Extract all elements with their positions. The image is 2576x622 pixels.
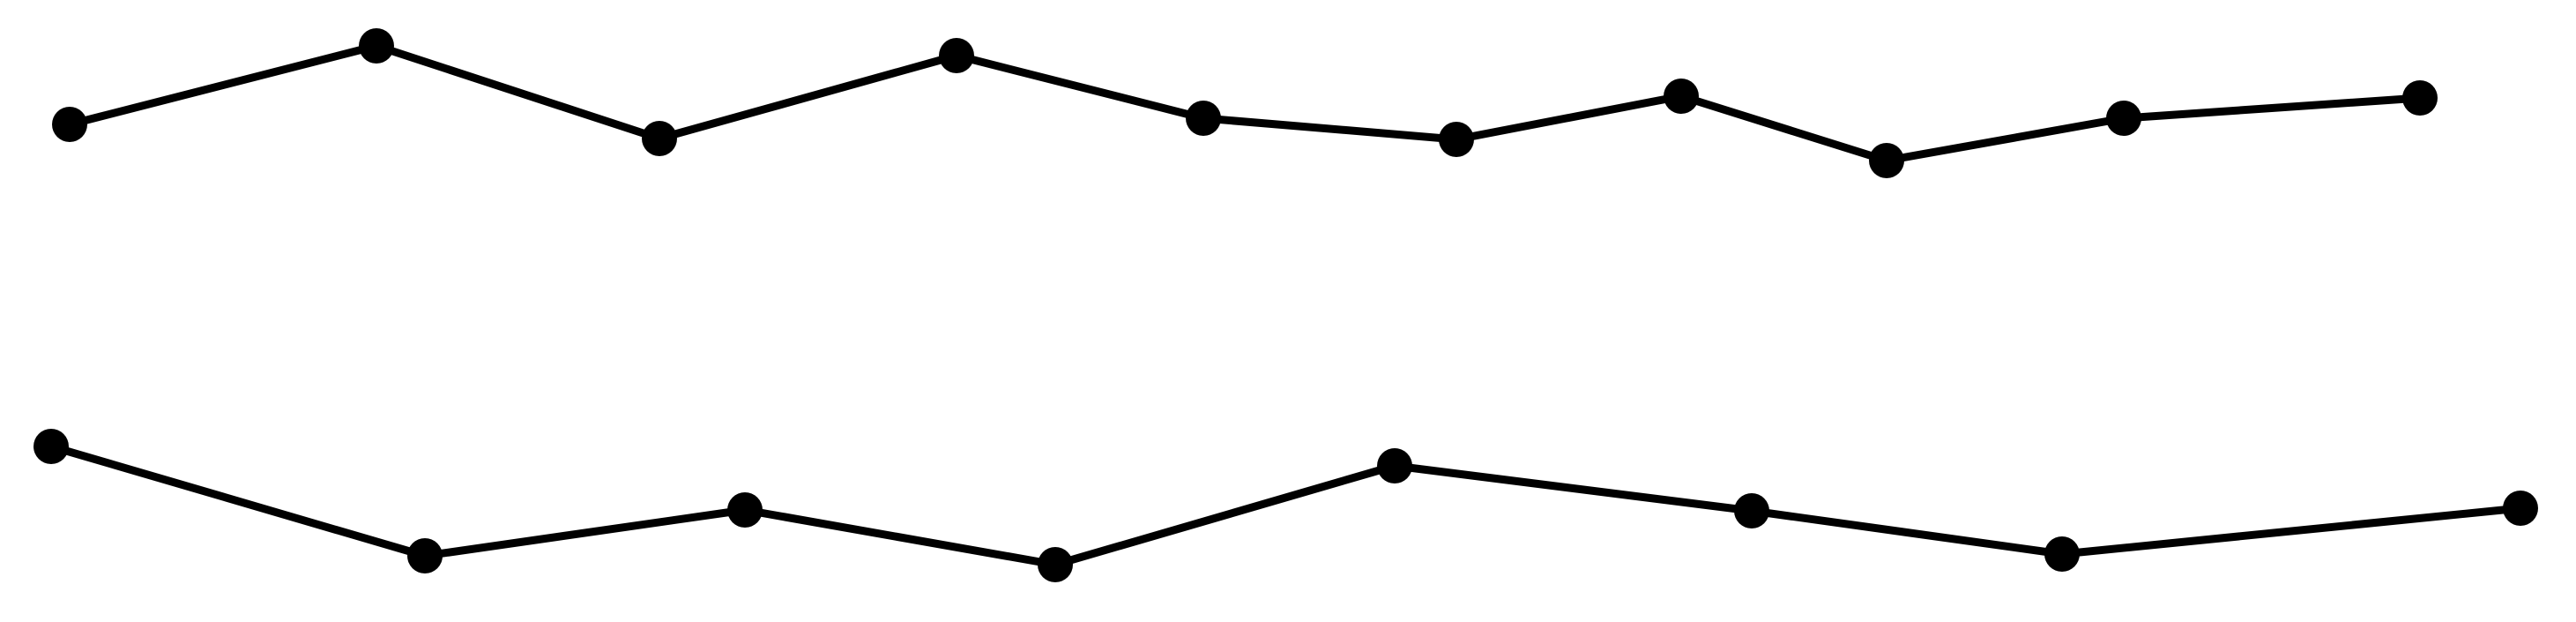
bottom-chain-edge (47, 442, 429, 560)
top-chain-node (2106, 101, 2141, 136)
top-chain-edge (2119, 94, 2424, 123)
bottom-chain-edge (1390, 461, 1756, 515)
top-chain-node (1664, 79, 1699, 114)
bottom-chain-node (34, 429, 69, 464)
bottom-chain-edge (1747, 506, 2066, 558)
bottom-chain-edge (1051, 461, 1399, 569)
top-chain-node (1869, 143, 1904, 178)
bottom-chain-edge (2058, 504, 2525, 558)
bottom-chain-node (1377, 448, 1412, 483)
top-chain-node (642, 121, 677, 156)
top-chain-node (1186, 101, 1221, 136)
bottom-chain-node (727, 492, 763, 528)
top-chain-edge (372, 41, 664, 143)
bottom-chain (34, 429, 2538, 582)
bottom-chain-node (2503, 491, 2538, 526)
bottom-chain-node (407, 538, 443, 573)
top-chain-node (52, 107, 87, 142)
top-chain-node (359, 28, 394, 64)
top-chain-node (1439, 122, 1474, 157)
bottom-chain-node (1038, 547, 1073, 582)
top-chain-node (939, 38, 974, 73)
top-chain-edge (952, 51, 1208, 123)
top-chain-edge (1677, 92, 1891, 165)
bottom-chain-node (1734, 493, 1769, 528)
top-chain-node (2402, 80, 2438, 116)
bottom-chain-node (2044, 536, 2080, 572)
top-chain-edge (1452, 92, 1686, 144)
top-chain-edge (1199, 114, 1461, 144)
top-chain-edge (65, 41, 381, 129)
top-chain-edge (1882, 114, 2128, 165)
bottom-chain-edge (741, 506, 1060, 569)
top-chain (52, 28, 2438, 178)
bottom-chain-edge (421, 506, 749, 560)
top-chain-edge (655, 51, 961, 143)
